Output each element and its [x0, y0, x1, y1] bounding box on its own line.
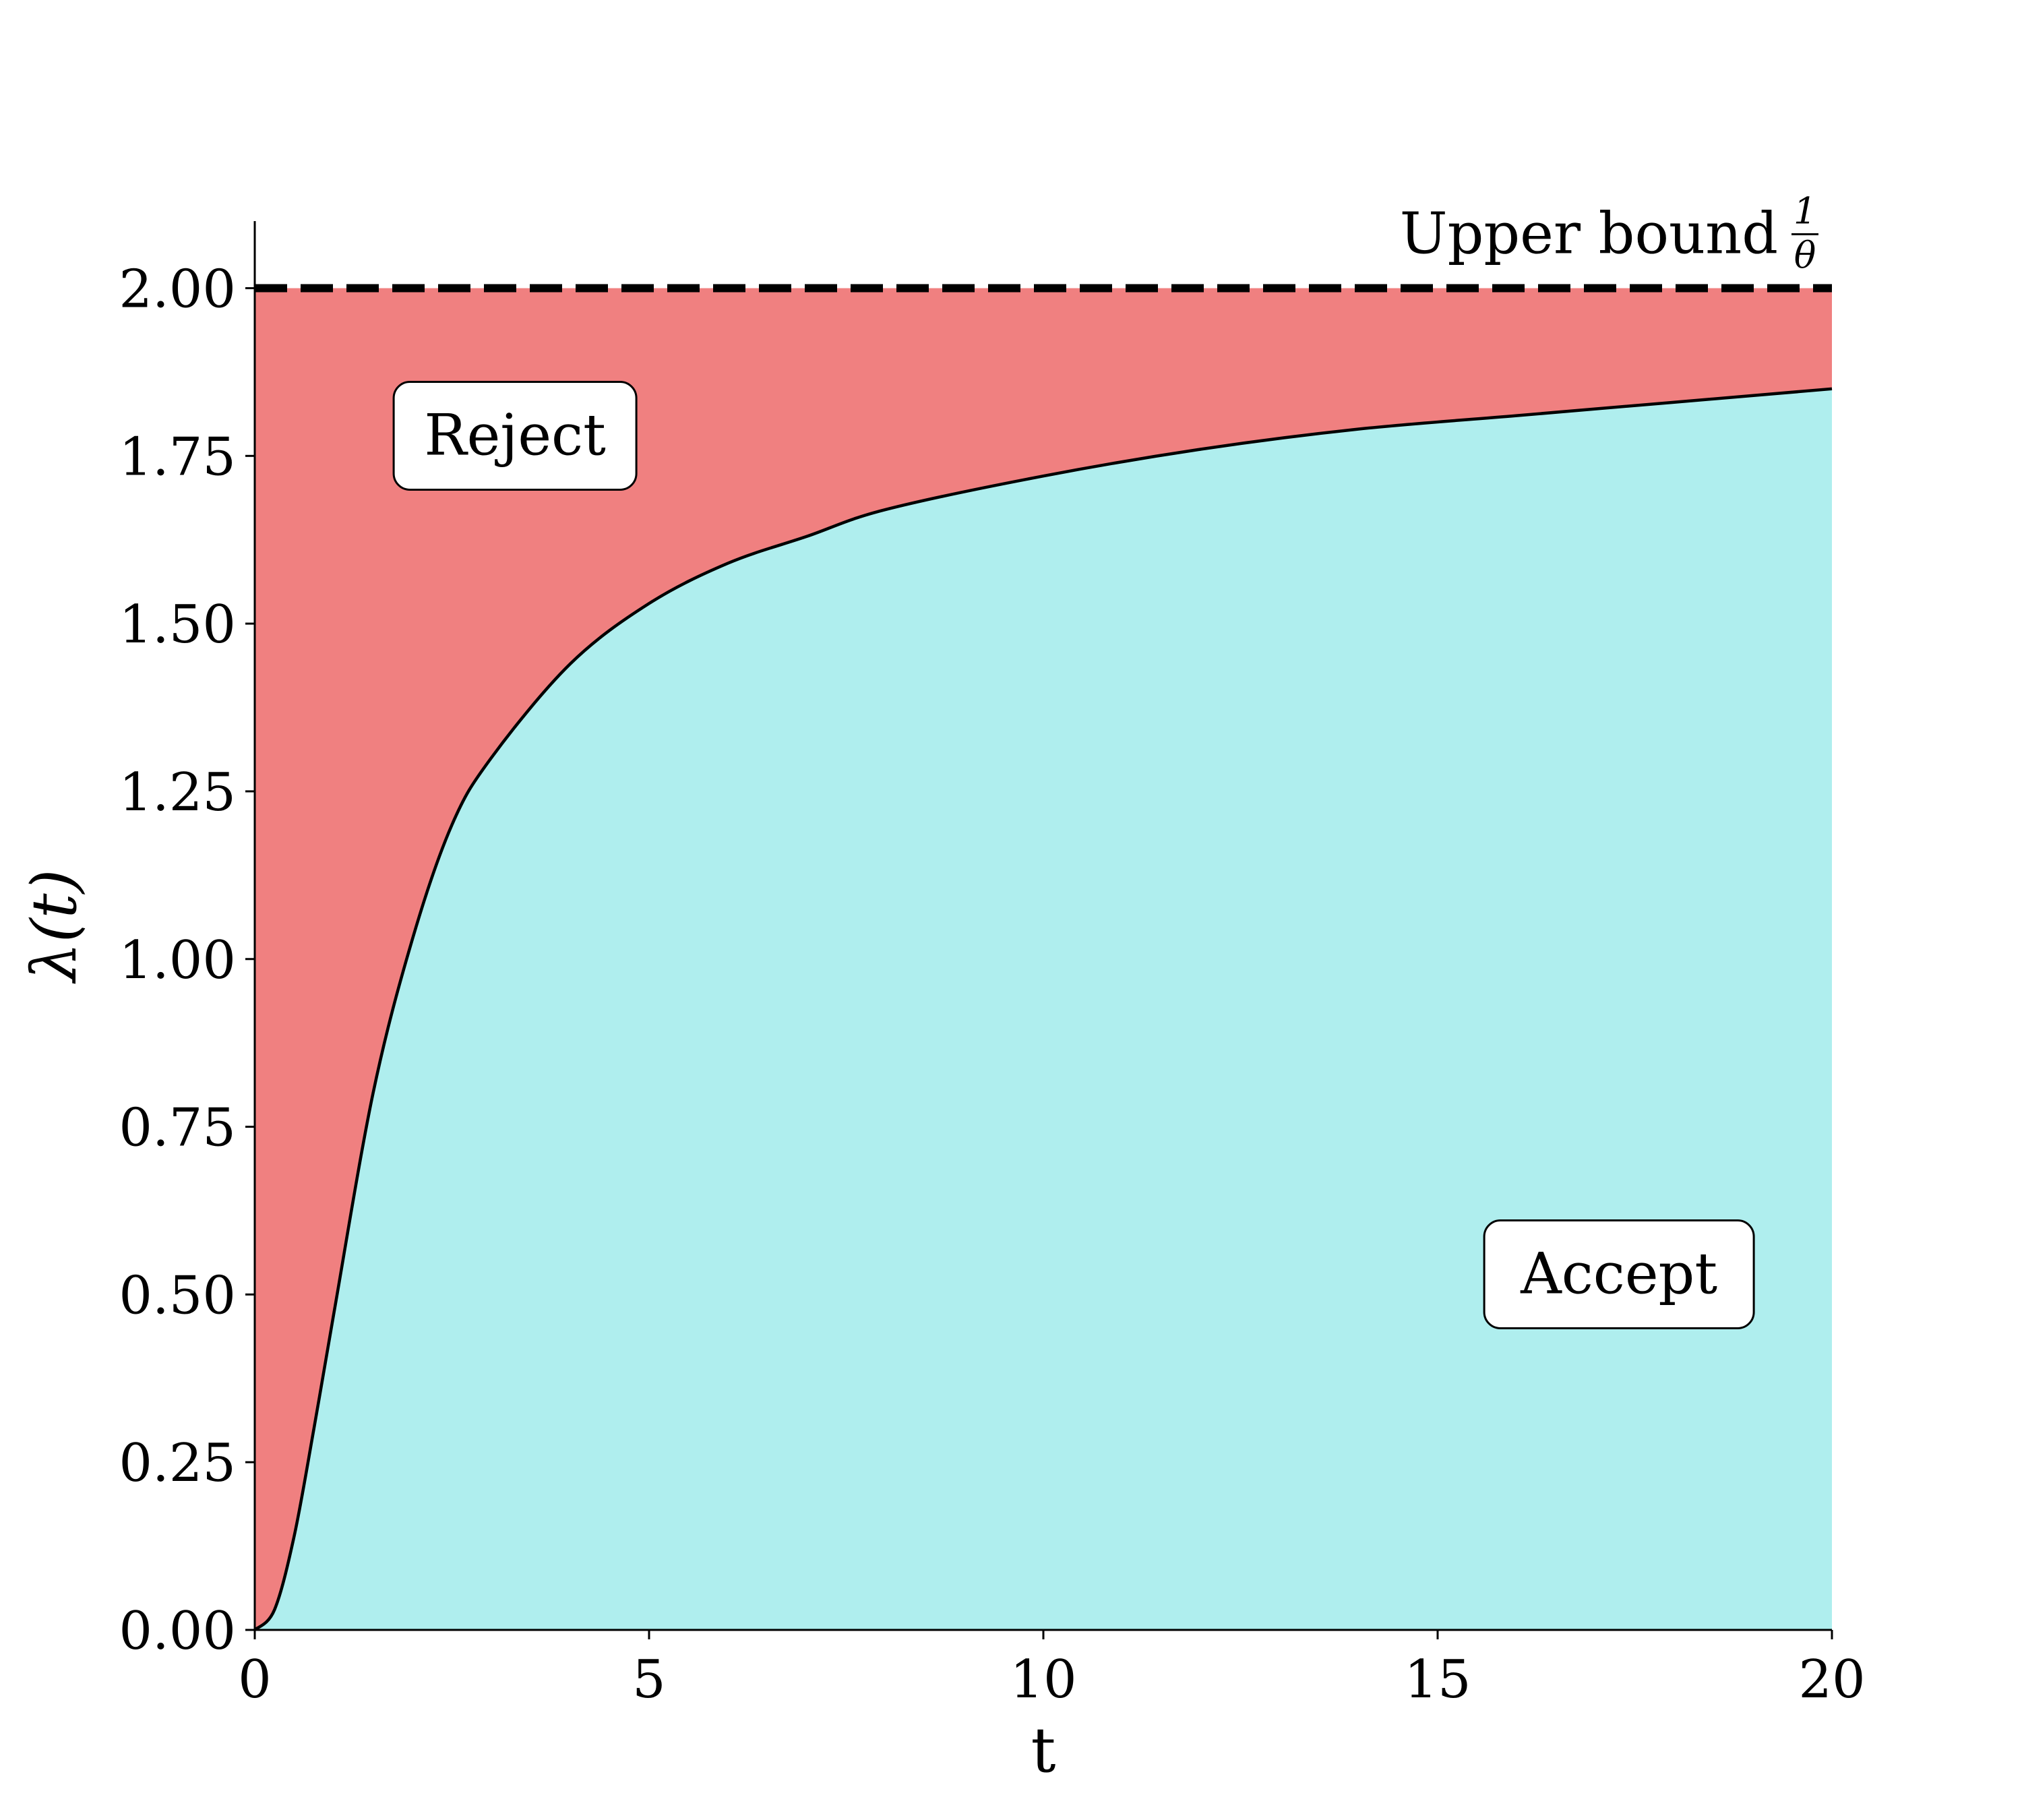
upper-bound-label: Upper bound 1 θ [1400, 190, 1818, 277]
upper-bound-fraction-numerator: 1 [1794, 190, 1816, 233]
x-axis-label: t [1031, 1714, 1056, 1786]
x-tick-label: 10 [1010, 1649, 1076, 1710]
accept-label: Accept [1520, 1241, 1717, 1307]
x-tick-label: 0 [238, 1649, 272, 1710]
accept-region [255, 388, 1832, 1630]
y-tick-label: 0.50 [119, 1265, 236, 1326]
x-tick-label: 15 [1404, 1649, 1471, 1710]
accept-label-box [1483, 1219, 1755, 1330]
x-tick-label: 5 [632, 1649, 666, 1710]
upper-bound-text: Upper bound [1400, 201, 1778, 267]
y-tick-label: 0.75 [119, 1098, 236, 1159]
curve-layer [253, 387, 1833, 1631]
y-tick-label: 2.00 [119, 260, 236, 320]
reject-label: Reject [424, 402, 606, 468]
y-tick-label: 1.00 [119, 930, 236, 991]
y-tick-label: 0.25 [119, 1433, 236, 1494]
lambda-curve [253, 387, 1833, 1631]
reject-label-box [392, 380, 638, 491]
y-tick-label: 0.00 [119, 1601, 236, 1662]
upper-bound-fraction-denominator: θ [1794, 235, 1816, 277]
y-axis-label: λ(t) [18, 869, 90, 984]
y-tick-label: 1.25 [119, 762, 236, 823]
y-tick-label: 1.50 [119, 595, 236, 655]
ticks-layer: 0 5 10 15 20 0.00 0.25 0.50 0.75 1.00 1.25 1.50 1.75… [119, 260, 1865, 1710]
y-tick-label: 1.75 [119, 427, 236, 487]
x-tick-label: 20 [1798, 1649, 1865, 1710]
